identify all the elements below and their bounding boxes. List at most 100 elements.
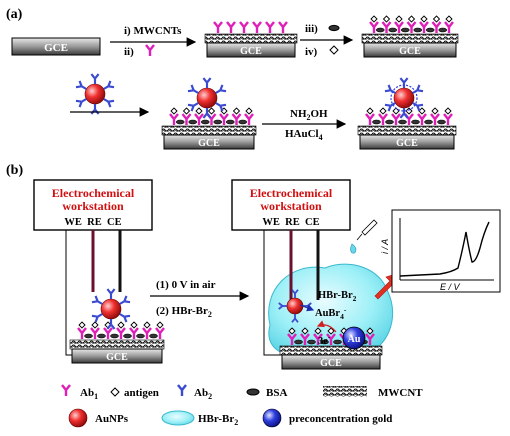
- ab1-icon: [213, 21, 223, 33]
- svg-text:WE RE CE: WE RE CE: [262, 217, 319, 228]
- ab1-icon: [142, 327, 152, 339]
- ab1-icon: [394, 21, 404, 33]
- antigen-icon: [366, 107, 374, 115]
- bare-gce: GCE: [11, 37, 101, 56]
- droplet-icon: [350, 243, 357, 254]
- gce-label: GCE: [240, 46, 262, 57]
- gold-enhanced-electrode: GCE: [357, 77, 457, 150]
- antigen-icon: [444, 107, 452, 115]
- legend-ab1-icon: [61, 384, 71, 396]
- ab1-icon: [181, 113, 192, 125]
- bsa-icon: [437, 119, 446, 125]
- ab2-icon: [215, 84, 227, 94]
- antigen-icon: [366, 327, 374, 335]
- ab1-icon: [287, 333, 297, 345]
- gold-shell: [390, 84, 418, 112]
- legend-ab1-label: Ab1: [80, 387, 98, 401]
- ab1-icon: [381, 21, 392, 33]
- gce-body: [206, 42, 296, 58]
- aunp-sphere: [393, 87, 415, 109]
- ab1-icon: [365, 333, 375, 345]
- legend: Ab1 antigen Ab2 BSA MWCNT AuNPs HBr-Br2 …: [61, 384, 423, 428]
- ab1-icon: [430, 113, 440, 125]
- hbr-br2-label: HBr-Br2: [318, 290, 357, 303]
- ab2-icon: [399, 77, 409, 88]
- bsa-icon: [188, 119, 198, 125]
- ab1-icon: [406, 21, 417, 33]
- aunp-ab2-conjugate: [187, 77, 227, 119]
- mwcnt-layer: [361, 33, 459, 44]
- bsa-icon: [294, 339, 303, 345]
- ab1-icon: [369, 21, 379, 33]
- ab2-icon: [91, 295, 103, 305]
- ab1-icon: [90, 327, 100, 339]
- ab1-icon: [313, 333, 323, 345]
- antigen-icon: [170, 107, 178, 115]
- ab2-icon: [119, 295, 131, 305]
- au-sphere: [342, 326, 366, 350]
- ab1-icon: [391, 113, 401, 125]
- ab1-icon: [116, 327, 126, 339]
- bsa-icon: [385, 119, 394, 125]
- ab2-icon: [103, 98, 115, 108]
- ab1-icon: [169, 113, 179, 125]
- antigen-icon: [418, 107, 426, 115]
- ab1-icon: [444, 21, 454, 33]
- antigen-icon: [143, 321, 151, 329]
- aunp-sphere: [84, 83, 106, 105]
- step-iii-label: iii): [305, 23, 318, 35]
- pipette-icon: [356, 219, 378, 241]
- ab2-icon: [291, 314, 299, 323]
- workstation-left: Electrochemical workstation WE RE CE: [33, 179, 153, 231]
- antigen-icon: [329, 45, 339, 55]
- mwcnt-layer: [279, 345, 383, 356]
- ab1-icon: [443, 113, 453, 125]
- panel-b-label: (b): [6, 163, 23, 178]
- ab2-icon: [75, 80, 87, 90]
- ab1-icon: [194, 113, 204, 125]
- antigen-icon: [245, 107, 253, 115]
- svg-text:Electrochemical: Electrochemical: [250, 186, 333, 200]
- bsa-icon: [425, 27, 435, 33]
- ab1-icon: [300, 333, 310, 345]
- bsa-icon: [333, 339, 342, 345]
- ab1-icon: [231, 113, 242, 125]
- ab1-icon: [419, 21, 429, 33]
- antigen-icon: [182, 107, 191, 115]
- antigen-icon: [432, 15, 441, 23]
- aunp-ab2-conjugate: [75, 73, 115, 115]
- bsa-icon: [413, 27, 423, 33]
- legend-ab2-label: Ab2: [194, 387, 212, 401]
- aunp-ab2-conjugate: [75, 73, 115, 115]
- ab2-icon: [103, 80, 115, 90]
- bsa-icon: [400, 27, 410, 33]
- x-axis-label: E / V: [440, 282, 461, 292]
- bsa-icon: [411, 119, 420, 125]
- stripping-peak-curve: [399, 221, 490, 277]
- legend-antigen-icon: [110, 387, 120, 397]
- antigen-icon: [405, 107, 413, 115]
- bsa-icon: [136, 333, 145, 339]
- aubr4-label: AuBr4-: [315, 305, 347, 321]
- bsa-icon: [328, 24, 340, 32]
- aunp-ab2-conjugate: [91, 288, 131, 330]
- ab1-icon: [239, 21, 249, 33]
- antigen-icon: [207, 107, 216, 115]
- ab1-icon: [244, 113, 254, 125]
- ab2-icon: [215, 102, 227, 112]
- aunp-sphere: [100, 298, 122, 320]
- antigen-icon: [370, 15, 378, 23]
- mwcnt-layer: [161, 125, 257, 136]
- ab2-icon: [412, 102, 424, 112]
- bsa-icon: [213, 119, 223, 125]
- mwcnt-layer: [69, 339, 165, 350]
- ab1-icon: [219, 113, 229, 125]
- gce-body: [71, 348, 163, 364]
- antigen-icon: [156, 321, 164, 329]
- gce-label: GCE: [44, 42, 68, 54]
- gce-label: GCE: [106, 352, 128, 363]
- voltammogram: i / A E / V: [380, 209, 501, 293]
- antigen-icon: [420, 15, 428, 23]
- ab1-icon: [265, 21, 275, 33]
